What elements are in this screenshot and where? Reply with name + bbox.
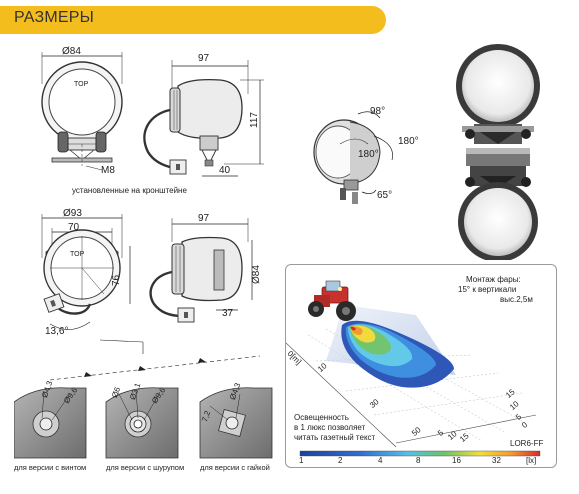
front-view-bracket-drawing <box>41 52 123 171</box>
caption-screw-version: для версии с винтом <box>14 463 87 472</box>
caption-selftap-version: для версии с шурупом <box>106 463 185 472</box>
side-view-bracket-drawing <box>143 60 264 177</box>
top-marking-flange: TOP <box>70 251 85 258</box>
dim-width-37: 37 <box>222 308 234 319</box>
angle-180-horizontal: 180° <box>398 136 419 147</box>
mount-details-drawing <box>14 387 273 459</box>
lamp-photos <box>456 44 540 260</box>
dim-length-97-top: 97 <box>198 53 210 64</box>
dim-height-117: 117 <box>249 112 260 128</box>
scale-1: 1 <box>299 456 304 465</box>
scale-2: 2 <box>338 456 343 465</box>
angle-65: 65° <box>377 190 393 201</box>
scale-unit-lx: [lx] <box>526 456 537 465</box>
side-view-flange-drawing <box>149 218 253 323</box>
scale-16: 16 <box>452 456 461 465</box>
caption-nut-version: для версии с гайкой <box>200 463 270 472</box>
dim-diameter-93: Ø93 <box>63 208 82 219</box>
detail-pointer-lines <box>49 339 261 381</box>
beam-pattern-graphic <box>286 280 541 457</box>
scale-4: 4 <box>378 456 383 465</box>
angle-98: 98° <box>370 106 386 117</box>
dim-length-97-mid: 97 <box>198 213 210 224</box>
angle-180-vertical: 180° <box>358 149 379 160</box>
dim-diameter-84-side: Ø84 <box>251 265 262 284</box>
dim-height-76: 76 <box>111 274 122 286</box>
dim-angle-13-6: 13,6° <box>45 326 69 337</box>
dim-width-70: 70 <box>68 222 80 233</box>
header-banner-shape <box>0 6 386 34</box>
page-title: РАЗМЕРЫ <box>14 9 94 26</box>
note-tilt: 15° к вертикали <box>458 285 517 294</box>
lamp-3d-angles-drawing <box>313 111 393 204</box>
dim-diameter-84: Ø84 <box>62 46 81 57</box>
beam-pattern-panel: Монтаж фары: 15° к вертикали выс.2,5м 0[… <box>285 264 557 468</box>
caption-bracket-mounted: установленные на кронштейне <box>72 186 187 195</box>
note-mounting: Монтаж фары: <box>466 275 521 284</box>
scale-8: 8 <box>416 456 421 465</box>
scale-32: 32 <box>492 456 501 465</box>
info-newspaper: читать газетный текст <box>294 433 376 442</box>
header-banner: РАЗМЕРЫ <box>0 0 579 38</box>
info-illuminance: Освещенность <box>294 413 349 422</box>
note-height: выс.2,5м <box>500 295 533 304</box>
dim-bolt-m8: M8 <box>101 165 115 176</box>
info-one-lux: в 1 люкс позволяет <box>294 423 366 432</box>
top-marking: TOP <box>74 81 89 88</box>
dim-width-40: 40 <box>219 165 231 176</box>
front-view-flange-drawing <box>41 214 131 330</box>
model-label: LOR6-FF <box>510 439 544 448</box>
